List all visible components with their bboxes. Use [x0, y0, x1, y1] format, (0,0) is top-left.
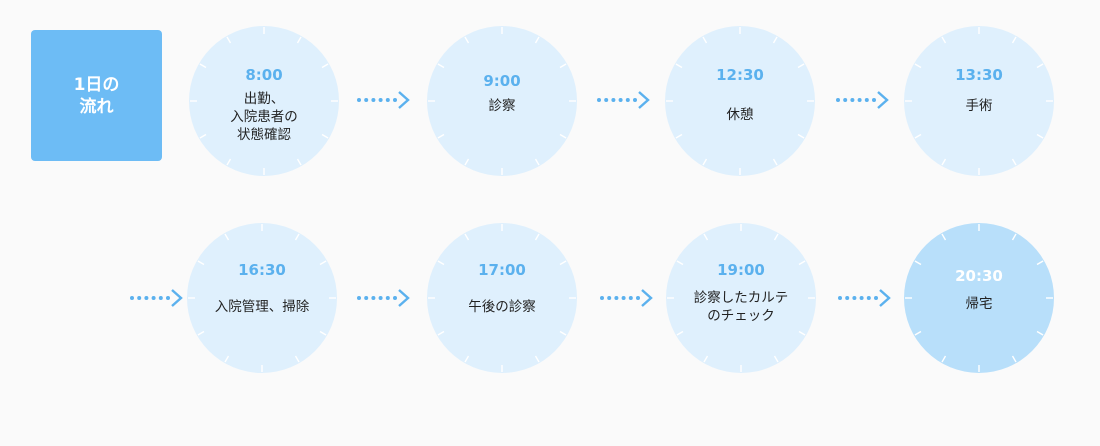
step-label: 診察 [488, 98, 516, 114]
dotted-arrow-icon [357, 289, 410, 307]
dotted-arrow-icon [130, 289, 183, 307]
clock-face-icon [665, 26, 815, 176]
schedule-step: 8:00 出勤、 入院患者の 状態確認 [189, 26, 339, 176]
clock-face-icon [904, 26, 1054, 176]
clock-face-icon [187, 223, 337, 373]
schedule-step: 12:30 休憩 [665, 26, 815, 176]
step-label: 出勤、 入院患者の 状態確認 [230, 91, 298, 143]
step-label: 帰宅 [965, 296, 993, 312]
schedule-step: 17:00 午後の診察 [427, 223, 577, 373]
dotted-arrow-icon [600, 289, 653, 307]
step-label: 休憩 [726, 107, 754, 123]
step-time: 19:00 [717, 261, 765, 279]
step-time: 13:30 [955, 66, 1003, 84]
schedule-title-box: 1日の 流れ [31, 30, 162, 161]
clock-face-icon [427, 26, 577, 176]
dotted-arrow-icon [838, 289, 891, 307]
step-time: 17:00 [478, 261, 526, 279]
dotted-arrow-icon [357, 91, 410, 109]
dotted-arrow-icon [836, 91, 889, 109]
schedule-step: 13:30 手術 [904, 26, 1054, 176]
schedule-title: 1日の 流れ [73, 74, 120, 117]
schedule-step: 16:30 入院管理、掃除 [187, 223, 337, 373]
clock-face-icon [427, 223, 577, 373]
step-label: 手術 [965, 98, 993, 114]
schedule-step-final: 20:30 帰宅 [904, 223, 1054, 373]
clock-face-icon [904, 223, 1054, 373]
schedule-step: 19:00 診察したカルテ のチェック [666, 223, 816, 373]
dotted-arrow-icon [597, 91, 650, 109]
step-time: 12:30 [716, 66, 764, 84]
schedule-step: 9:00 診察 [427, 26, 577, 176]
step-label: 午後の診察 [468, 299, 536, 315]
clock-face-icon [666, 223, 816, 373]
step-time: 20:30 [955, 267, 1003, 285]
step-time: 16:30 [238, 261, 286, 279]
step-label: 診察したカルテ のチェック [693, 290, 789, 324]
clock-face-icon [189, 26, 339, 176]
step-time: 9:00 [483, 72, 521, 90]
step-label: 入院管理、掃除 [214, 299, 310, 315]
step-time: 8:00 [245, 66, 283, 84]
